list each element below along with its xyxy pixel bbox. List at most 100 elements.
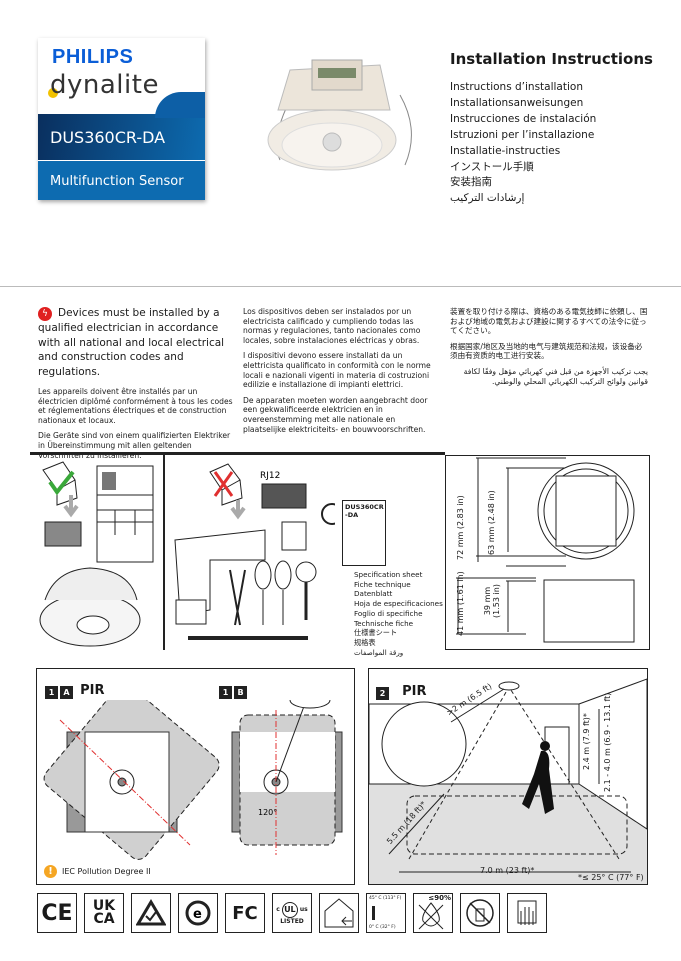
china-rohs-icon: e [178, 893, 218, 933]
section-title: PIR [80, 683, 105, 698]
warning-it: I dispositivi devono essere installati d… [243, 351, 431, 390]
step-badge: 2 [376, 687, 389, 700]
spec-label-de: Datenblatt [354, 589, 393, 599]
pliers-icon [229, 569, 246, 626]
warning-fr: Les appareils doivent être installés par… [38, 387, 233, 425]
spec-label-en: Specification sheet [354, 570, 423, 579]
dynalite-logo: dynalite [50, 70, 159, 100]
step-badge: 1 [45, 686, 58, 699]
ukca-mark-icon: UK CA [84, 893, 124, 933]
spec-label-ar: ورقة المواصفات [354, 647, 404, 657]
fcc-mark-icon: FC [225, 893, 265, 933]
spec-sheet-title: DUS360CR -DA [345, 503, 384, 519]
warning-zh: 根据国家/地区及当地的电气与建筑规范和法规，该设备必须由有资质的电工进行安装。 [450, 341, 643, 361]
screwdriver-icon [274, 560, 292, 590]
sensor-product-image [267, 59, 412, 171]
height-range-label: 2.1 - 4.0 m (6.9 - 13.1 ft) [603, 692, 612, 792]
model-banner [38, 92, 205, 160]
pir-range-diagram [369, 669, 647, 873]
section-title: PIR [402, 684, 427, 699]
warning-ja: 装置を取り付ける際は、資格のある電気技師に依頼し、国および地域の電気および建設に… [450, 307, 648, 336]
warning-col-3: 装置を取り付ける際は、資格のある電気技師に依頼し、国および地域の電気および建設に… [450, 307, 648, 392]
spec-label-es: Hoja de especificaciones [354, 599, 443, 609]
box-contents-illustration [39, 461, 154, 647]
removal-tool-icon [295, 561, 317, 583]
rj12-label: RJ12 [260, 471, 280, 481]
model-number: DUS360CR-DA [50, 128, 166, 147]
rcm-mark-icon [131, 893, 171, 933]
warning-ar: يجب تركيب الأجهزة من قبل فني كهربائي مؤه… [463, 366, 648, 386]
width-label: 7.0 m (23 ft)* [480, 866, 535, 875]
tools-required-illustration: RJ12 [174, 463, 335, 640]
dry-cloth-cleaning-icon [507, 893, 547, 933]
step-badge: 1 [219, 686, 232, 699]
svg-text:e: e [193, 907, 202, 922]
caution-icon: ! [44, 865, 57, 878]
title-ar: إرشادات التركيب [450, 192, 525, 205]
title-translations: Instructions d’installation Installation… [450, 80, 596, 207]
thermometer-icon [372, 906, 375, 920]
temperature-range-icon: 45° C (113° F)0° C (32° F) [366, 893, 406, 933]
warning-col-2: Los dispositivos deben ser instalados po… [243, 307, 439, 440]
dim-total-height: 41 mm (1.61 in) [456, 571, 465, 636]
indoor-use-icon [319, 893, 359, 933]
title-nl: Installatie-instructies [450, 144, 561, 157]
title-it: Istruzioni per l’installazione [450, 128, 595, 141]
cross-icon [213, 471, 234, 497]
humidity-label: ≤90% [428, 894, 451, 902]
spec-label-fr: Fiche technique [354, 579, 411, 589]
dim-inner-diameter: 63 mm (2.48 in) [487, 490, 496, 555]
terminal-block-icon [44, 521, 82, 547]
ce-mark-icon: CE [37, 893, 77, 933]
title-fr: Instructions d’installation [450, 81, 583, 93]
spec-label-zh: 规格表 [354, 637, 376, 647]
dim-body-height: 39 mm (1.53 in) [483, 584, 501, 618]
title-zh: 安装指南 [450, 176, 492, 189]
temperature-footnote: *≤ 25° C (77° F) [578, 873, 644, 882]
brand-logo-block: PHILIPS dynalite DUS360CR-DA Multifuncti… [38, 38, 205, 200]
dynalite-dot-icon [48, 88, 58, 98]
divider [163, 455, 165, 650]
subtitle-banner [38, 161, 205, 200]
spec-label-nl: Technische fiche [354, 618, 414, 628]
humidity-icon: ≤90% [413, 893, 453, 933]
rotate-sensor-icon [289, 700, 331, 709]
section-1-pir-orientation [36, 668, 355, 885]
philips-logo: PHILIPS [52, 46, 134, 68]
title-es: Instrucciones de instalación [450, 112, 597, 125]
spec-label-ja: 仕様書シート [354, 628, 398, 638]
page-title: Installation Instructions [450, 50, 653, 68]
no-spray-cleaner-icon [460, 893, 500, 933]
cable-tie-icon [188, 636, 308, 640]
arrow-down-icon [63, 495, 79, 518]
dimensions-panel [445, 455, 650, 650]
magnifier-eye-icon [321, 503, 335, 525]
rj12-connector-icon [261, 483, 307, 509]
divider [0, 286, 681, 287]
spec-sheet-icon: DUS360CR -DA [342, 500, 386, 566]
angle-label: 120° [258, 808, 277, 817]
substep-badge: B [234, 686, 247, 699]
product-subtitle: Multifunction Sensor [50, 174, 184, 189]
title-ja: インストール手順 [450, 160, 534, 173]
title-de: Installationsanweisungen [450, 96, 584, 109]
dimension-drawing [456, 457, 635, 643]
spec-label-it: Foglio di specifiche [354, 608, 423, 618]
spec-sheet-labels: Specification sheet Fiche technique Date… [354, 570, 443, 657]
warning-es: Los dispositivos deben ser instalados po… [243, 307, 421, 345]
avoid-sources-icon [381, 701, 467, 787]
pollution-note: !IEC Pollution Degree II [44, 865, 151, 878]
person-walking-icon [522, 750, 554, 814]
ceiling-sensor-icon [498, 681, 520, 691]
pir-coverage-diagrams: 120° [43, 700, 343, 860]
dim-outer-diameter: 72 mm (2.83 in) [456, 495, 465, 560]
warning-nl: De apparaten moeten worden aangebracht d… [243, 395, 428, 434]
substep-badge: A [60, 686, 73, 699]
electric-hazard-icon: ϟ [38, 307, 52, 321]
check-icon [48, 470, 75, 496]
